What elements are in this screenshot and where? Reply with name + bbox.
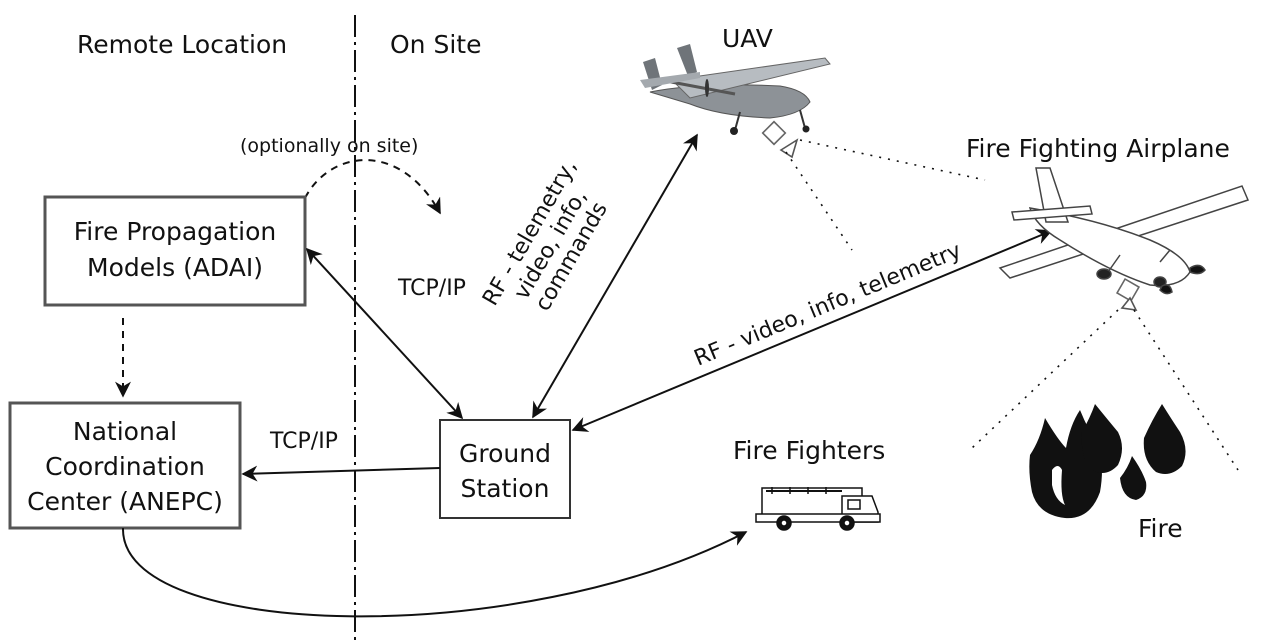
- center-line-2: Coordination: [45, 452, 205, 481]
- region-onsite-label: On Site: [390, 30, 481, 59]
- fire-fighters-label: Fire Fighters: [733, 436, 885, 465]
- optional-relocation-arrow: [304, 159, 441, 215]
- tcp-label-models: TCP/IP: [397, 276, 466, 301]
- airplane-fov-1: [971, 309, 1119, 449]
- center-line-1: National: [73, 417, 177, 446]
- airplane-label: Fire Fighting Airplane: [966, 134, 1230, 163]
- fire-models-line-1: Fire Propagation: [74, 217, 277, 246]
- region-remote-label: Remote Location: [77, 30, 287, 59]
- fire-label: Fire: [1138, 514, 1183, 543]
- uav-camera-icon: [761, 120, 799, 159]
- tcp-label-center: TCP/IP: [269, 429, 338, 454]
- ground-station-line-1: Ground: [459, 439, 551, 468]
- airplane-camera-icon: [1115, 277, 1141, 312]
- national-coordination-center-box: National Coordination Center (ANEPC): [8, 401, 242, 530]
- flame-icon: [1029, 404, 1186, 519]
- ground-airplane-rf-link: [571, 229, 1053, 432]
- models-ground-link: [305, 247, 464, 420]
- uav-label: UAV: [722, 24, 773, 53]
- fire-propagation-models-box: Fire Propagation Models (ADAI): [43, 195, 307, 307]
- optional-note: (optionally on site): [240, 135, 418, 157]
- rf-uav-label: RF - telemetry, video, info, commands: [478, 155, 613, 315]
- uav-icon: [640, 44, 831, 135]
- rf-airplane-label: RF - video, info, telemetry: [691, 238, 965, 371]
- ground-to-center-link: [241, 465, 441, 482]
- uav-fov-2: [799, 139, 986, 181]
- fire-truck-icon: [755, 487, 881, 531]
- center-line-3: Center (ANEPC): [27, 487, 223, 516]
- ground-station-line-2: Station: [461, 474, 550, 503]
- uav-fov-1: [785, 151, 853, 251]
- fire-models-line-2: Models (ADAI): [87, 253, 263, 282]
- center-to-firefighters-link: [121, 527, 748, 618]
- ground-station-box: Ground Station: [439, 419, 571, 519]
- airplane-icon: [998, 167, 1250, 295]
